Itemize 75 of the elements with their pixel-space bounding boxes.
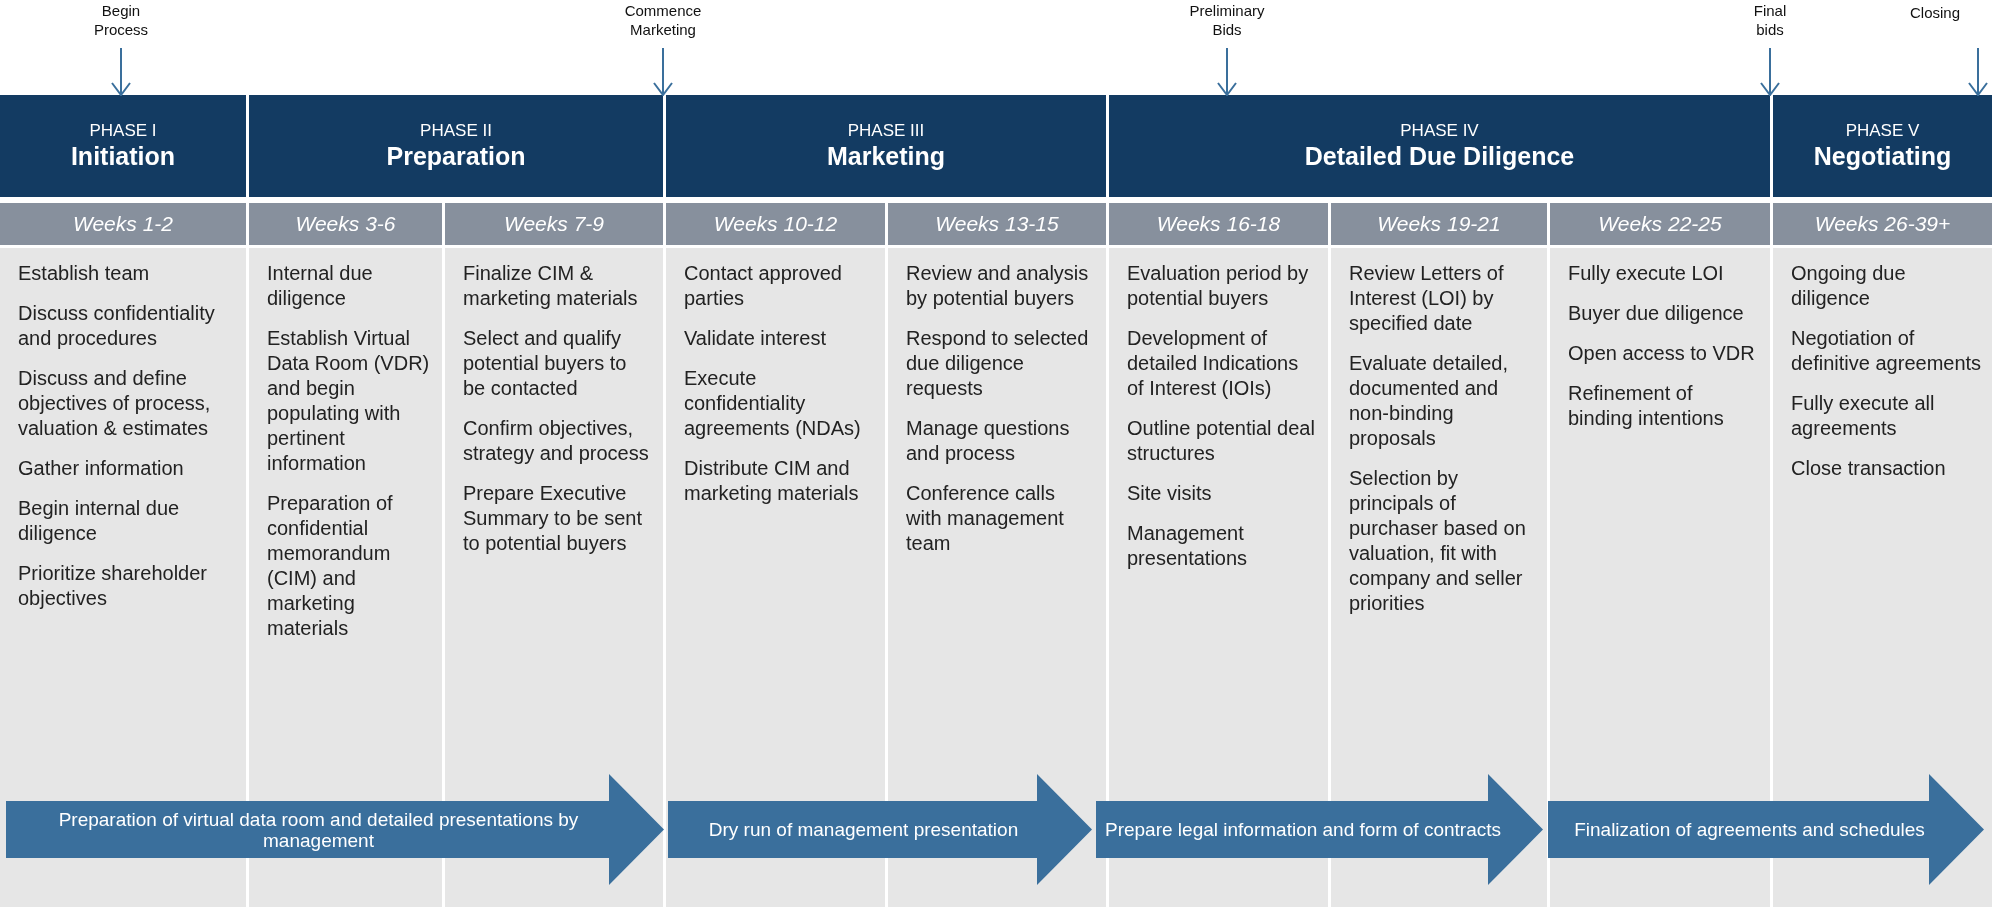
arrow-label: Prepare legal information and form of contracts	[1104, 818, 1502, 842]
task-text: Prepare Executive Summary to be sent to potential buyers	[463, 481, 643, 556]
task-text: Refinement of binding intentions	[1568, 381, 1725, 431]
weeks-header: Weeks 19-21	[1331, 203, 1547, 248]
task-text: Discuss confidentiality and procedures	[18, 301, 216, 351]
task-text: Evaluation period by potential buyers	[1127, 261, 1310, 311]
task-text: Buyer due diligence	[1568, 301, 1745, 326]
milestone-arrow	[1217, 47, 1237, 96]
task-text: Site visits	[1127, 481, 1213, 506]
task-text: Selection by principals of purchaser based on valuation, fit with company and seller priorities	[1349, 466, 1527, 616]
milestone-arrow	[653, 47, 673, 96]
phase-header	[666, 95, 1106, 197]
task-text: Fully execute LOI	[1568, 261, 1725, 286]
task-text: Contact approved parties	[684, 261, 843, 311]
phase-header	[1773, 95, 1992, 197]
milestone-label: Preliminary Bids	[1188, 2, 1266, 40]
task-text: Select and qualify potential buyers to be contacted	[463, 326, 628, 401]
phase-title: Negotiating	[1813, 141, 1952, 172]
task-text: Negotiation of definitive agreements	[1791, 326, 1982, 376]
phase-number: PHASE II	[420, 120, 492, 142]
phase-header	[249, 95, 663, 197]
milestone-label: Closing	[1910, 4, 1960, 23]
task-text: Outline potential deal structures	[1127, 416, 1316, 466]
phase-number: PHASE III	[847, 120, 925, 142]
task-text: Gather information	[18, 456, 185, 481]
phase-title: Detailed Due Diligence	[1304, 141, 1575, 172]
milestone-arrow	[1968, 47, 1988, 96]
task-text: Establish team	[18, 261, 151, 286]
task-text: Open access to VDR	[1568, 341, 1756, 366]
weeks-header: Weeks 16-18	[1109, 203, 1328, 248]
task-text: Execute confidentiality agreements (NDAs)	[684, 366, 862, 441]
milestone-arrow	[111, 47, 131, 96]
task-text: Preparation of confidential memorandum (CIM) and marketing materials	[267, 491, 394, 641]
weeks-header: Weeks 1-2	[0, 203, 246, 248]
milestone-label: Begin Process	[92, 2, 150, 40]
task-text: Respond to selected due diligence requests	[906, 326, 1090, 401]
task-text: Management presentations	[1127, 521, 1249, 571]
task-text: Confirm objectives, strategy and process	[463, 416, 650, 466]
phase-number: PHASE IV	[1400, 120, 1479, 142]
task-text: Finalize CIM & marketing materials	[463, 261, 639, 311]
phase-header	[1109, 95, 1770, 197]
task-text: Internal due diligence	[267, 261, 374, 311]
task-text: Establish Virtual Data Room (VDR) and begin populating with pertinent information	[267, 326, 431, 476]
task-text: Review and analysis by potential buyers	[906, 261, 1090, 311]
task-text: Prioritize shareholder objectives	[18, 561, 208, 611]
task-text: Fully execute all agreements	[1791, 391, 1936, 441]
task-text: Conference calls with management team	[906, 481, 1065, 556]
task-text: Close transaction	[1791, 456, 1947, 481]
task-text: Review Letters of Interest (LOI) by specified date	[1349, 261, 1505, 336]
task-text: Manage questions and process	[906, 416, 1071, 466]
milestone-label: Final bids	[1752, 2, 1788, 40]
weeks-header: Weeks 13-15	[888, 203, 1106, 248]
phase-header	[0, 95, 246, 197]
phase-number: PHASE I	[89, 120, 157, 142]
arrow-label: Finalization of agreements and schedules	[1573, 818, 1926, 842]
task-text: Discuss and define objectives of process, valuation & estimates	[18, 366, 212, 441]
milestone-label: Commence Marketing	[623, 2, 703, 40]
task-text: Development of detailed Indications of Interest (IOIs)	[1127, 326, 1300, 401]
phase-title: Preparation	[386, 141, 526, 172]
arrow-label: Preparation of virtual data room and detailed presentations by management	[57, 807, 580, 853]
arrow-label: Dry run of management presentation	[707, 818, 1020, 842]
phase-number: PHASE V	[1845, 120, 1920, 142]
task-text: Validate interest	[684, 326, 827, 351]
weeks-header: Weeks 22-25	[1550, 203, 1770, 248]
task-text: Ongoing due diligence	[1791, 261, 1907, 311]
weeks-header: Weeks 10-12	[666, 203, 885, 248]
phase-title: Initiation	[70, 141, 176, 172]
task-text: Begin internal due diligence	[18, 496, 181, 546]
task-text: Evaluate detailed, documented and non-binding proposals	[1349, 351, 1509, 451]
phase-title: Marketing	[826, 141, 946, 172]
weeks-header: Weeks 7-9	[445, 203, 663, 248]
weeks-header: Weeks 26-39+	[1773, 203, 1992, 248]
task-text: Distribute CIM and marketing materials	[684, 456, 860, 506]
weeks-header: Weeks 3-6	[249, 203, 442, 248]
milestone-arrow	[1760, 47, 1780, 96]
